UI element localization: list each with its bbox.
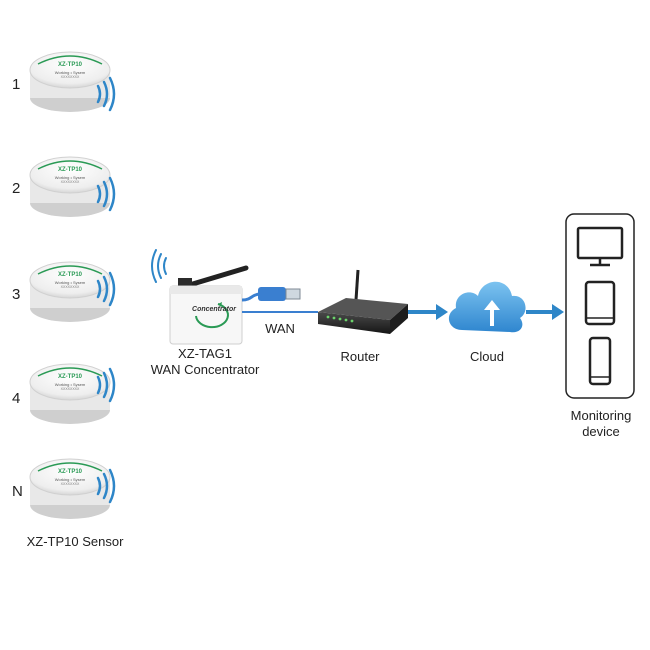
router-label: Router xyxy=(340,349,380,364)
sensor-subtext: Working • Sysem xyxy=(54,382,86,387)
sensor-id: XXXXXXXX xyxy=(60,285,80,289)
sensor-1 xyxy=(29,51,111,112)
sensor-subtext: Working • Sysem xyxy=(54,70,86,75)
monitoring-label: Monitoring device xyxy=(556,408,646,440)
sensor-subtext: Working • Sysem xyxy=(54,477,86,482)
sensor-subtext: Working • Sysem xyxy=(54,175,86,180)
cloud-label: Cloud xyxy=(470,349,504,364)
wifi-icon-sensor-n xyxy=(96,468,116,504)
sensor-n xyxy=(29,458,111,519)
sensor-face-4: XZ-TP10 Working • Sysem XXXXXXXX xyxy=(29,364,111,424)
sensor-2 xyxy=(29,156,111,217)
concentrator-label: XZ-TAG1 WAN Concentrator xyxy=(140,346,270,378)
sensor-face-3: XZ-TP10 Working • Sysem XXXXXXXX xyxy=(29,262,111,322)
router-device xyxy=(318,269,408,334)
sensor-id: XXXXXXXX xyxy=(60,75,80,79)
sensor-model: XZ-TP10 xyxy=(57,167,82,173)
sensor-3 xyxy=(29,261,111,322)
sensor-face-2: XZ-TP10 Working • Sysem XXXXXXXX xyxy=(29,157,111,217)
concentrator-device-text: Concentrator xyxy=(192,306,236,313)
monitor-icon xyxy=(576,226,624,267)
sensor-number-1: 1 xyxy=(12,76,21,93)
wifi-icon-sensor-4 xyxy=(96,367,116,403)
monitoring-label-line1: Monitoring xyxy=(570,408,632,423)
wifi-icon-sensor-1 xyxy=(96,76,116,112)
tablet-icon xyxy=(584,280,616,326)
arrow-router-to-cloud xyxy=(408,304,448,320)
wifi-icon-concentrator xyxy=(151,249,167,283)
sensor-subtext: Working • Sysem xyxy=(54,280,86,285)
wifi-icon-sensor-3 xyxy=(96,271,116,307)
sensor-id: XXXXXXXX xyxy=(60,180,80,184)
sensor-number-2: 2 xyxy=(12,180,21,197)
sensor-number-3: 3 xyxy=(12,286,21,303)
sensor-number-4: 4 xyxy=(12,390,21,407)
phone-icon xyxy=(588,336,612,386)
concentrator-label-line2: WAN Concentrator xyxy=(150,362,260,377)
concentrator-device xyxy=(169,265,249,345)
sensor-caption: XZ-TP10 Sensor xyxy=(26,534,124,549)
concentrator-label-line1: XZ-TAG1 xyxy=(178,346,232,361)
ethernet-cable xyxy=(241,287,318,313)
sensor-face-n: XZ-TP10 Working • Sysem XXXXXXXX xyxy=(29,459,111,519)
sensor-id: XXXXXXXX xyxy=(60,482,80,486)
monitoring-label-line2: device xyxy=(582,424,620,439)
sensor-model: XZ-TP10 xyxy=(57,374,82,380)
sensor-model: XZ-TP10 xyxy=(57,469,82,475)
sensor-id: XXXXXXXX xyxy=(60,387,80,391)
sensor-model: XZ-TP10 xyxy=(57,62,82,68)
wifi-icon-sensor-2 xyxy=(96,176,116,212)
cloud-icon xyxy=(448,281,526,333)
sensor-4 xyxy=(29,363,111,424)
sensor-face-1: XZ-TP10 Working • Sysem XXXXXXXX xyxy=(29,52,111,112)
arrow-cloud-to-monitoring xyxy=(526,304,564,320)
sensor-model: XZ-TP10 xyxy=(57,272,82,278)
wan-label: WAN xyxy=(265,321,295,336)
sensor-number-n: N xyxy=(12,483,23,500)
